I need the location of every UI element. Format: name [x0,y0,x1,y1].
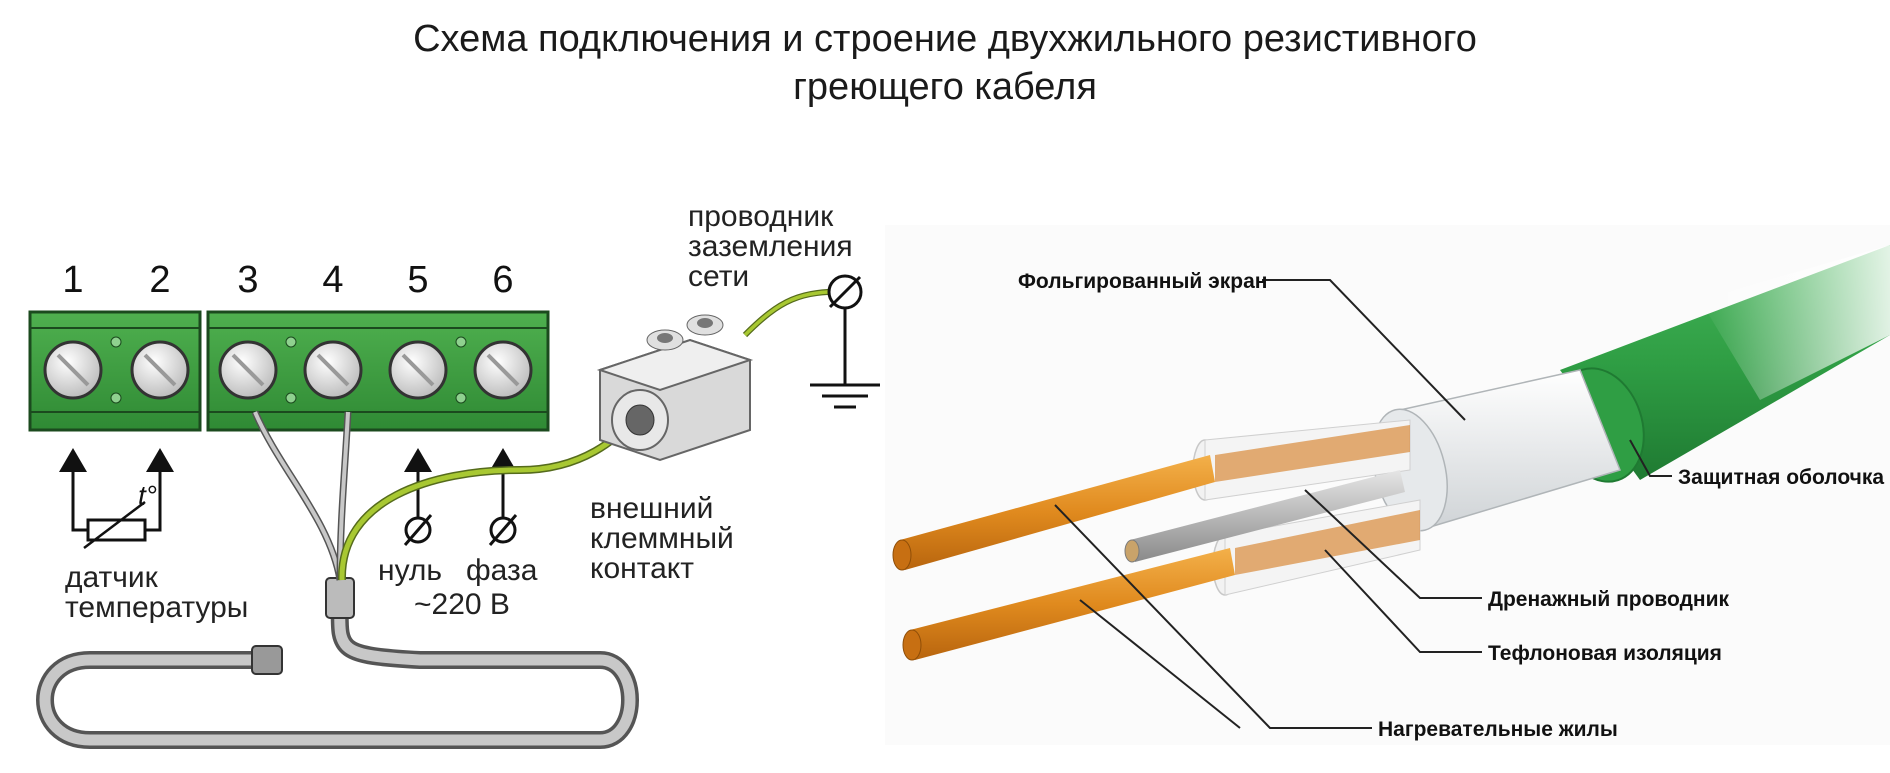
external-contact-line2: клеммный [590,522,734,555]
cable-splice [325,577,355,619]
teflon-insulation-label: Тефлоновая изоляция [1488,642,1722,665]
diagram-title-line1: Схема подключения и строение двухжильног… [413,18,1477,60]
ground-conductor-line2: заземления [688,230,853,263]
cable-leader-lines [1054,279,1672,729]
ground-conductor-line3: сети [688,260,749,293]
voltage-label: ~220 В [414,588,510,621]
terminal-number-5: 5 [407,259,428,301]
foil-screen-label: Фольгированный экран [1018,270,1267,293]
drain-wire-label: Дренажный проводник [1488,588,1730,611]
screw-4 [303,340,363,400]
heating-cores-label: Нагревательные жилы [1378,718,1618,741]
terminal-number-3: 3 [237,259,258,301]
phase-label: фаза [466,554,538,587]
terminal-number-2: 2 [149,259,170,301]
arrow-up-icon [404,448,432,472]
screw-5 [388,340,448,400]
external-clamp-contact [596,288,851,462]
arrow-up-icon [489,448,517,472]
neutral-label: нуль [378,554,442,587]
screw-2 [130,340,190,400]
terminal-screws [43,336,533,404]
supply-terminals [403,448,518,546]
protective-sheath-label: Защитная оболочка [1678,466,1884,489]
cable-illustration [885,225,1890,745]
terminal-number-4: 4 [322,259,343,301]
heating-cable-loop [36,407,644,749]
temperature-sensor-circuit: t° [59,448,174,549]
cable-end-cap [251,645,283,675]
external-contact-line3: контакт [590,552,694,585]
external-contact-line1: внешний [590,492,713,525]
screw-1 [43,340,103,400]
sensor-label-line2: температуры [65,591,248,624]
arrow-up-icon [59,448,87,472]
ground-conductor-line1: проводник [688,200,834,233]
screw-3 [218,340,278,400]
ground-icon [810,274,880,409]
terminal-number-6: 6 [492,259,513,301]
screw-6 [473,340,533,400]
sensor-label-line1: датчик [65,561,159,594]
arrow-up-icon [146,448,174,472]
sensor-symbol: t° [138,480,157,511]
diagram-title-line2: греющего кабеля [793,66,1097,108]
terminal-number-1: 1 [62,259,83,301]
